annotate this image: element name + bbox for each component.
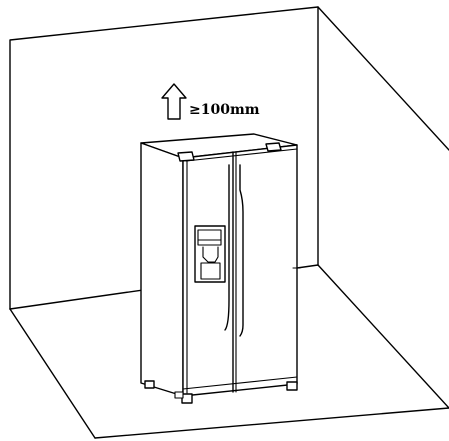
fridge-front-bottom-edge: [182, 376, 298, 390]
foot-under-1: [174, 391, 184, 399]
right-wall-outline: [317, 6, 449, 151]
top-clearance-indicator: ≥100mm: [161, 83, 260, 120]
floor-front-edge: [94, 407, 449, 439]
water-dispenser-icon: [194, 225, 226, 283]
floor-left-edge: [9, 308, 96, 439]
fridge-top-front-edge: [185, 148, 298, 162]
fridge-door-handle: [239, 164, 244, 337]
fridge-left-side: [140, 142, 184, 397]
freezer-door-handle: [224, 164, 230, 331]
foot-right-front: [286, 381, 298, 391]
clearance-label: ≥100mm: [189, 102, 260, 118]
right-hinge-cover: [265, 142, 282, 152]
back-wall-outline: [9, 6, 319, 310]
foot-left-back: [144, 380, 155, 389]
dispenser-cavity: [200, 262, 221, 280]
dispenser-lever: [202, 246, 219, 263]
up-arrow-icon: [161, 83, 187, 120]
dispenser-panel: [197, 229, 222, 246]
left-hinge-cover: [177, 151, 195, 162]
refrigerator: [140, 133, 301, 404]
floor-corner-edge: [317, 264, 449, 409]
